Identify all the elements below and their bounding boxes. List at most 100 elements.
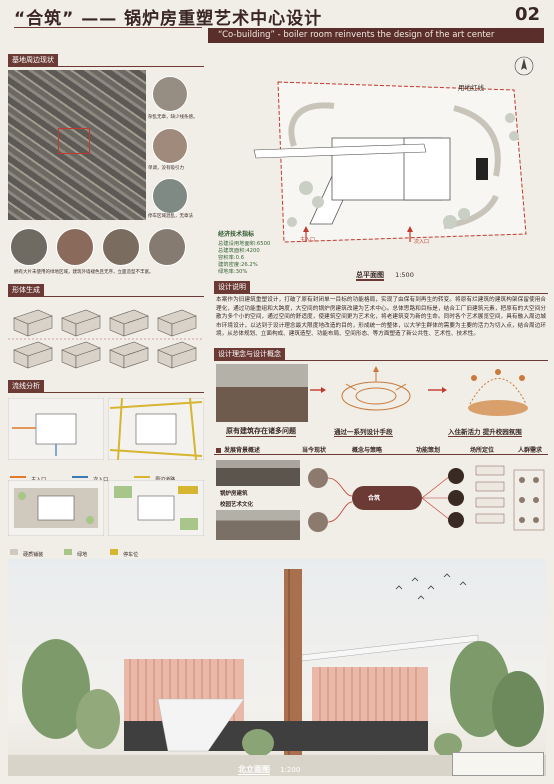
ground-line <box>8 755 546 776</box>
strategy-col-3: 功能策划 <box>416 447 441 454</box>
site-note-2: 单调，没有吸引力 <box>148 166 184 171</box>
design-notes-tab: 设计说明 <box>214 281 250 293</box>
site-plan-drawing <box>253 56 534 243</box>
econ-item-density: 建筑密度:26.2% <box>218 262 258 268</box>
massing-rule <box>8 296 204 297</box>
strategy-col-4: 场所定位 <box>470 447 495 454</box>
site-photo-1 <box>152 76 188 112</box>
legend-road-line <box>134 475 150 478</box>
site-analysis-rule <box>8 66 204 67</box>
strategy-bullet: 发展背景概述 <box>216 445 260 454</box>
strategy-photo-boiler <box>216 460 300 486</box>
north-arrow <box>514 56 534 76</box>
design-notes-text: 本案作为旧建筑重塑设计，打破了原有封闭单一目标的功能格局，实现了由保有到再生的转… <box>216 297 546 338</box>
board-title: “合筑” —— 锅炉房重塑艺术中心设计 <box>14 9 323 29</box>
legend-hard-paving-swatch <box>10 548 18 555</box>
building-right-block <box>312 667 428 721</box>
site-plan-scale: 1:500 <box>395 271 414 279</box>
legend-parking-swatch <box>110 548 118 555</box>
legend-hard-paving: 硬质铺装 <box>10 541 43 560</box>
concept-caption-2: 通过一系列设计手段 <box>334 428 393 437</box>
boundary-label: 用地红线 <box>458 84 484 92</box>
legend-hard-paving-label: 硬质铺装 <box>23 552 44 558</box>
econ-item-green: 绿地率:30% <box>218 269 248 275</box>
building-diagonal-volume <box>157 698 245 752</box>
massing-step-3 <box>109 309 149 369</box>
econ-item-floor-area: 总建筑面积:4200 <box>218 248 260 254</box>
strategy-col-2: 概念与策略 <box>352 447 383 454</box>
site-photo-5 <box>56 228 94 266</box>
strategy-col-1: 当今现状 <box>302 447 327 454</box>
elevation-render <box>8 559 546 776</box>
landscape-plan-right <box>108 480 204 536</box>
massing-step-4 <box>157 309 197 369</box>
site-note-1: 杂乱无章，缺少线条感。 <box>148 115 198 120</box>
strategy-flow-diagram <box>308 465 545 532</box>
landscape-plan-left <box>8 480 104 536</box>
econ-tab: 经济技术指标 <box>218 231 255 238</box>
elevation-title: 北立面图 <box>238 765 270 775</box>
massing-step-2 <box>61 309 101 369</box>
building-long-bar <box>253 143 427 159</box>
econ-item-far: 容积率:0.6 <box>218 255 245 261</box>
trees <box>22 639 544 757</box>
site-photo-2 <box>152 128 188 164</box>
site-plan-caption: 总平面图 1:500 <box>356 262 414 281</box>
page-number: 02 <box>514 4 540 25</box>
site-plan-title: 总平面图 <box>356 271 384 281</box>
legend-parking: 停车位 <box>110 541 138 560</box>
strategy-col-5: 人群需求 <box>518 447 543 454</box>
site-photo-6 <box>102 228 140 266</box>
legend-green-label: 绿地 <box>77 552 88 558</box>
design-notes-rule <box>214 293 548 294</box>
site-photo-3 <box>152 178 188 214</box>
strategy-rule <box>214 454 548 455</box>
concept-diagram-people <box>468 369 528 416</box>
strategy-photo-campus <box>216 510 300 540</box>
site-note-3: 停车区域混乱，无章法 <box>148 214 193 219</box>
econ-item-site-area: 总建设用地面积:6500 <box>218 241 271 247</box>
header-rule <box>14 27 202 28</box>
site-path-curve-left <box>288 102 335 147</box>
concept-tab: 设计理念与设计概念 <box>214 348 285 360</box>
secondary-entry-label: 次入口 <box>414 239 430 245</box>
site-photo-7 <box>148 228 186 266</box>
legend-secondary-entry-line <box>72 475 88 478</box>
strategy-center-label: 合筑 <box>368 495 381 502</box>
strategy-bullet-text: 发展背景概述 <box>224 447 261 454</box>
concept-caption-3: 入住新活力 提升校园氛围 <box>448 428 522 437</box>
strategy-label-boiler: 锅炉房建筑 <box>220 491 248 497</box>
main-entry-label: 主入口 <box>300 237 316 243</box>
building-chimney-mark <box>476 158 488 180</box>
legend-green-swatch <box>64 548 72 555</box>
legend-parking-label: 停车位 <box>123 552 139 558</box>
legend-green: 绿地 <box>64 541 87 560</box>
streamline-plan-right <box>108 398 204 460</box>
concept-photo-existing <box>216 364 308 422</box>
elevation-caption: 北立面图 1:200 <box>238 757 300 776</box>
streamline-tab: 流线分析 <box>8 380 44 392</box>
elevation-drawing <box>8 569 546 776</box>
massing-step-1 <box>13 309 53 369</box>
concept-arrows <box>310 387 447 393</box>
bullet-icon <box>216 448 221 453</box>
title-block-stamp <box>452 752 544 776</box>
concept-rule <box>214 360 548 361</box>
aerial-site-photo <box>8 70 146 220</box>
concept-diagram-process <box>341 366 411 411</box>
site-analysis-tab: 基地周边现状 <box>8 54 58 66</box>
strategy-label-campus: 校园艺术文化 <box>220 502 254 508</box>
chimney-ramp <box>301 634 479 662</box>
streamline-plan-left <box>8 398 104 460</box>
massing-diagrams <box>8 309 204 369</box>
site-photo-4 <box>10 228 48 266</box>
concept-caption-1: 原有建筑存在诸多问题 <box>226 427 296 437</box>
legend-main-entry-line <box>10 475 26 478</box>
elevation-scale: 1:200 <box>280 766 301 774</box>
subtitle-bar: “Co-building” - boiler room reinvents th… <box>208 28 544 43</box>
birds-icon <box>395 573 467 600</box>
site-bottom-note: 拥有大片未使用的绿地区域，建筑外墙褪色且无序，立面造型不丰富。 <box>14 270 154 275</box>
site-boundary-marker <box>58 128 90 154</box>
massing-tab: 形体生成 <box>8 284 44 296</box>
